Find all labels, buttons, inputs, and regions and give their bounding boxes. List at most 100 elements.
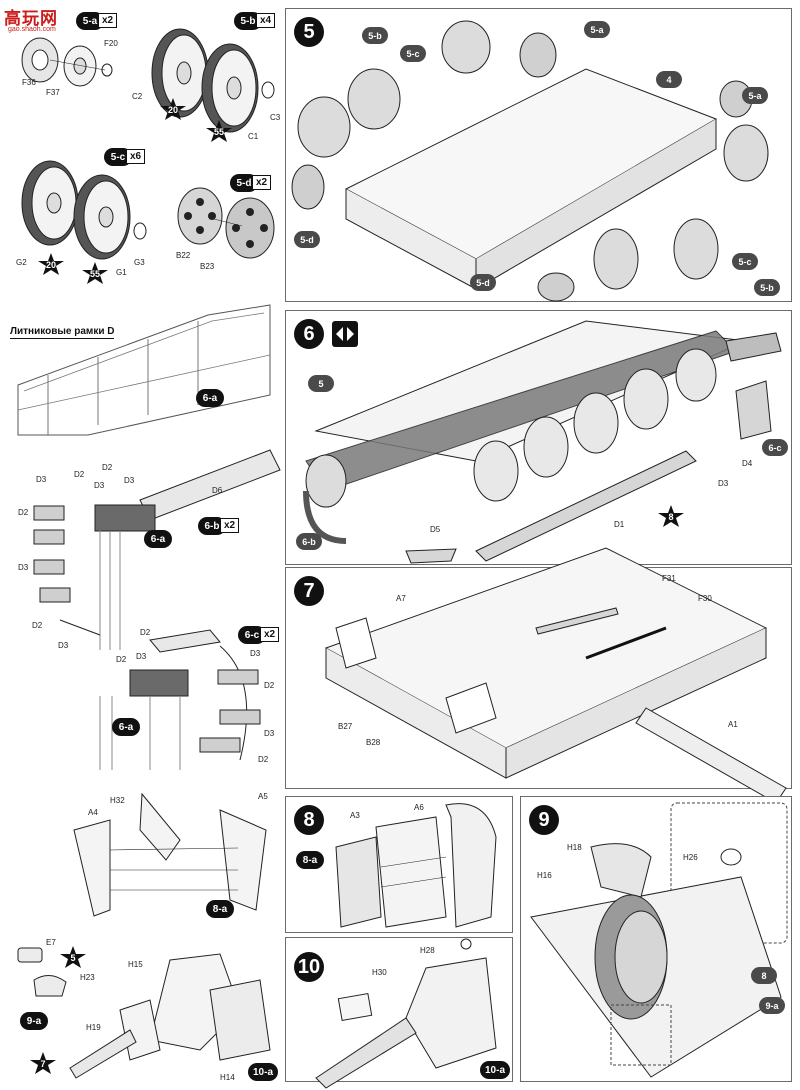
part-label: H18 (567, 843, 582, 852)
step-number: 6 (294, 319, 324, 349)
star-marker: 5 (60, 946, 86, 968)
badge-10a: 10-a (248, 1063, 279, 1081)
badge-6a-ref: 6-a (112, 718, 140, 736)
track-links-6c-drawing (99, 629, 261, 770)
callout-8: 8 (751, 967, 777, 984)
part-label: F36 (22, 78, 36, 87)
wheel-5b-drawing (151, 28, 275, 133)
star-marker: 8 (658, 505, 684, 527)
star-marker: 20 (160, 98, 186, 120)
wheel-5a-drawing (21, 37, 113, 87)
part-label: G2 (16, 258, 27, 267)
star-marker: 55 (206, 120, 232, 142)
part-label: C2 (132, 92, 143, 101)
qty-6c: x2 (260, 627, 280, 642)
part-label: D2 (74, 470, 85, 479)
part-label: D6 (212, 486, 223, 495)
part-label: B23 (200, 262, 215, 271)
callout-5b: 5-b (362, 27, 388, 44)
step-6-panel: 6 5 6-b 6-c D5 D1 D3 D4 8 (285, 310, 792, 565)
sprue-heading: Литниковые рамки D (10, 326, 115, 339)
callout-5a: 5-a (584, 21, 610, 38)
badge-9a: 9-a (20, 1012, 48, 1030)
parts-9a-drawing (17, 947, 67, 997)
part-label: H23 (80, 973, 95, 982)
part-label: D2 (116, 655, 127, 664)
part-label: A3 (350, 811, 360, 820)
step-7-panel: 7 A7 F31 F30 B27 B28 A1 (285, 547, 792, 804)
site-watermark: 高玩网 gao.shaoh.com (4, 4, 88, 38)
part-label: F37 (46, 88, 60, 97)
badge-5d: 5-d (230, 174, 258, 192)
callout-5d: 5-d (470, 274, 496, 291)
part-label: D3 (18, 563, 29, 572)
callout-5c: 5-c (400, 45, 426, 62)
badge-8a: 8-a (206, 900, 234, 918)
part-label: B22 (176, 251, 191, 260)
part-label: D5 (430, 525, 441, 534)
part-label: F30 (698, 594, 712, 603)
callout-5c: 5-c (732, 253, 758, 270)
badge-5c: 5-c (104, 148, 132, 166)
part-label: D3 (264, 729, 275, 738)
step-10-panel: 10 H28 H30 10-a (285, 937, 513, 1089)
part-label: H26 (683, 853, 698, 862)
hull-tracks-drawing (303, 320, 782, 564)
badge-8a: 8-a (296, 851, 324, 869)
part-label: A6 (414, 803, 424, 812)
part-label: D3 (250, 649, 261, 658)
armor-plates-drawing (335, 803, 497, 928)
part-label: D2 (32, 621, 43, 630)
lower-hull-drawing (324, 547, 787, 804)
gun-mantlet-drawing (315, 938, 497, 1089)
part-label: H16 (537, 871, 552, 880)
part-label: D3 (94, 481, 105, 490)
step-number: 5 (294, 17, 324, 47)
part-label: H19 (86, 1023, 101, 1032)
part-label: C1 (248, 132, 259, 141)
badge-10a: 10-a (480, 1061, 511, 1079)
part-label: H14 (220, 1073, 235, 1082)
part-label: D2 (102, 463, 113, 472)
part-label: H15 (128, 960, 143, 969)
callout-9a: 9-a (759, 997, 785, 1014)
part-label: D3 (58, 641, 69, 650)
part-label: D3 (36, 475, 47, 484)
qty-5d: x2 (252, 175, 272, 190)
badge-6a: 6-a (196, 389, 224, 407)
qty-6b: x2 (220, 518, 240, 533)
track-links-6b-drawing (33, 449, 281, 650)
badge-6c: 6-c (238, 626, 266, 644)
step-9-panel: 9 H18 H16 H26 8 9-a (520, 796, 792, 1082)
arrows-icon (332, 321, 358, 347)
part-label: H32 (110, 796, 125, 805)
badge-5a: 5-a (76, 12, 104, 30)
part-label: F20 (104, 39, 118, 48)
part-label: D4 (742, 459, 753, 468)
part-label: D3 (124, 476, 135, 485)
callout-5a: 5-a (742, 87, 768, 104)
step-8-panel: 8 A3 A6 8-a (285, 796, 513, 933)
wheel-5c-drawing (21, 160, 147, 260)
callout-6b: 6-b (296, 533, 322, 550)
part-label: D2 (258, 755, 269, 764)
watermark-title: 高玩网 (4, 9, 58, 28)
part-label: A1 (728, 720, 738, 729)
qty-5c: x6 (126, 149, 146, 164)
part-label: A4 (88, 808, 98, 817)
callout-5b: 5-b (754, 279, 780, 296)
step-number: 10 (294, 952, 324, 982)
qty-5a: x2 (98, 13, 118, 28)
part-label: A5 (258, 792, 268, 801)
part-label: H28 (420, 946, 435, 955)
part-label: D2 (264, 681, 275, 690)
part-label: D3 (718, 479, 729, 488)
watermark-url: gao.shaoh.com (8, 26, 56, 33)
part-label: E7 (46, 938, 56, 947)
frame-8a-drawing (73, 792, 267, 917)
badge-6b: 6-b (198, 517, 226, 535)
part-label: H30 (372, 968, 387, 977)
step-5-panel: 5 5-b 5-c 5-a 4 5-a 5-d 5-d 5-c 5-b (285, 8, 792, 302)
step-number: 9 (529, 805, 559, 835)
sprue-frame-drawing (17, 304, 271, 436)
